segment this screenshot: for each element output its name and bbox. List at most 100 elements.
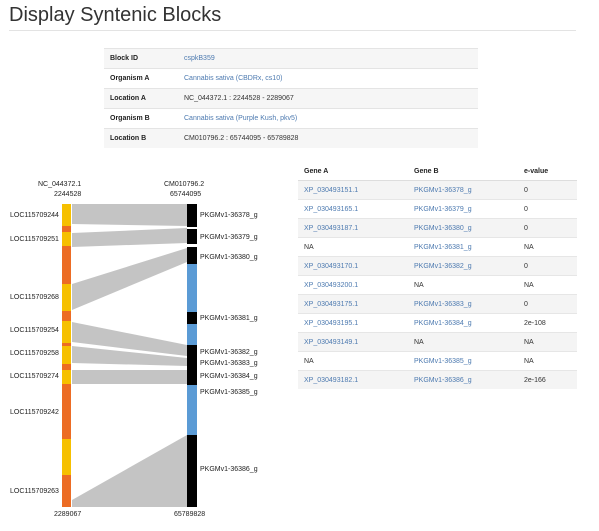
genome-a-label: NC_044372.1 — [38, 181, 81, 188]
gene-b-label: PKGMv1-36379_g — [200, 234, 258, 241]
gene-block — [187, 264, 197, 312]
gene-b-cell[interactable]: PKGMv1-36386_g — [408, 370, 518, 389]
gene-b-cell[interactable]: PKGMv1-36379_g — [408, 199, 518, 219]
genome-a-track — [62, 204, 71, 507]
gene-block — [62, 346, 71, 364]
synteny-link — [72, 204, 187, 226]
info-key: Block ID — [104, 48, 178, 69]
gene-b-cell[interactable]: PKGMv1-36384_g — [408, 313, 518, 333]
gene-a-cell[interactable]: XP_030493187.1 — [298, 218, 408, 238]
gene-block — [187, 385, 197, 395]
synteny-link — [72, 370, 187, 384]
page-title: Display Syntenic Blocks — [9, 4, 222, 26]
info-value-link[interactable]: Cannabis sativa (Purple Kush, pkv5) — [178, 108, 478, 129]
gene-a-label: LOC115709263 — [10, 488, 59, 495]
gene-a-cell[interactable]: XP_030493182.1 — [298, 370, 408, 389]
info-value: CM010796.2 : 65744095 - 65789828 — [178, 128, 478, 148]
column-header-evalue: e-value — [518, 162, 577, 181]
genome-b-end: 65789828 — [174, 511, 205, 518]
synteny-link — [72, 248, 187, 310]
gene-b-label: PKGMv1-36378_g — [200, 212, 258, 219]
gene-block — [62, 439, 71, 475]
synteny-link — [72, 346, 187, 366]
gene-a-cell[interactable]: XP_030493149.1 — [298, 332, 408, 352]
evalue-cell: 0 — [518, 180, 577, 200]
gene-a-cell[interactable]: XP_030493195.1 — [298, 313, 408, 333]
gene-block — [62, 364, 71, 370]
genome-a-end: 2289067 — [54, 511, 81, 518]
gene-block — [62, 475, 71, 507]
gene-block — [62, 311, 71, 321]
gene-block — [62, 284, 71, 311]
gene-a-cell[interactable]: XP_030493170.1 — [298, 256, 408, 276]
info-key: Location A — [104, 88, 178, 109]
gene-a-label: LOC115709254 — [10, 327, 59, 334]
gene-block — [62, 226, 71, 232]
gene-a-label: LOC115709242 — [10, 409, 59, 416]
gene-b-label: PKGMv1-36383_g — [200, 360, 258, 367]
evalue-cell: NA — [518, 351, 577, 371]
gene-block — [187, 244, 197, 247]
gene-b-label: PKGMv1-36380_g — [200, 254, 258, 261]
gene-block — [187, 247, 197, 264]
gene-block — [187, 345, 197, 385]
evalue-cell: 0 — [518, 256, 577, 276]
gene-b-label: PKGMv1-36384_g — [200, 373, 258, 380]
evalue-cell: 0 — [518, 218, 577, 238]
synteny-links — [72, 204, 187, 507]
gene-block — [62, 343, 71, 346]
info-key: Location B — [104, 128, 178, 148]
gene-a-cell[interactable]: XP_030493165.1 — [298, 199, 408, 219]
gene-block — [62, 204, 71, 226]
synteny-diagram: NC_044372.1 2244528 2289067 CM010796.2 6… — [10, 181, 258, 518]
table-header-row: Gene A Gene B e-value — [298, 162, 577, 181]
gene-a-label: LOC115709258 — [10, 350, 59, 357]
info-value: NC_044372.1 : 2244528 - 2289067 — [178, 88, 478, 109]
evalue-cell: 2e-108 — [518, 313, 577, 333]
gene-a-label: LOC115709274 — [10, 373, 59, 380]
synteny-link — [72, 228, 187, 247]
gene-b-cell[interactable]: PKGMv1-36382_g — [408, 256, 518, 276]
gene-b-cell[interactable]: PKGMv1-36378_g — [408, 180, 518, 200]
gene-a-label: LOC115709244 — [10, 212, 59, 219]
gene-block — [62, 370, 71, 384]
gene-b-cell[interactable]: PKGMv1-36381_g — [408, 237, 518, 257]
evalue-cell: 0 — [518, 199, 577, 219]
gene-block — [187, 324, 197, 345]
column-header-gene-a: Gene A — [298, 162, 408, 181]
gene-a-cell: NA — [298, 237, 408, 257]
info-key: Organism B — [104, 108, 178, 129]
gene-block — [62, 321, 71, 343]
column-header-gene-b: Gene B — [408, 162, 518, 181]
gene-a-cell: NA — [298, 351, 408, 371]
gene-a-cell[interactable]: XP_030493175.1 — [298, 294, 408, 314]
genome-a-start: 2244528 — [54, 191, 81, 198]
info-value-link[interactable]: cspkB359 — [178, 48, 478, 69]
gene-b-cell: NA — [408, 275, 518, 295]
info-value-link[interactable]: Cannabis sativa (CBDRx, cs10) — [178, 68, 478, 89]
gene-block — [62, 384, 71, 439]
gene-b-cell[interactable]: PKGMv1-36380_g — [408, 218, 518, 238]
gene-a-cell[interactable]: XP_030493200.1 — [298, 275, 408, 295]
gene-b-cell[interactable]: PKGMv1-36385_g — [408, 351, 518, 371]
gene-block — [62, 232, 71, 246]
gene-block — [187, 435, 197, 507]
gene-block — [187, 204, 197, 227]
gene-a-label: LOC115709268 — [10, 294, 59, 301]
gene-b-cell[interactable]: PKGMv1-36383_g — [408, 294, 518, 314]
evalue-cell: 2e-166 — [518, 370, 577, 389]
gene-b-label: PKGMv1-36381_g — [200, 315, 258, 322]
gene-a-cell[interactable]: XP_030493151.1 — [298, 180, 408, 200]
